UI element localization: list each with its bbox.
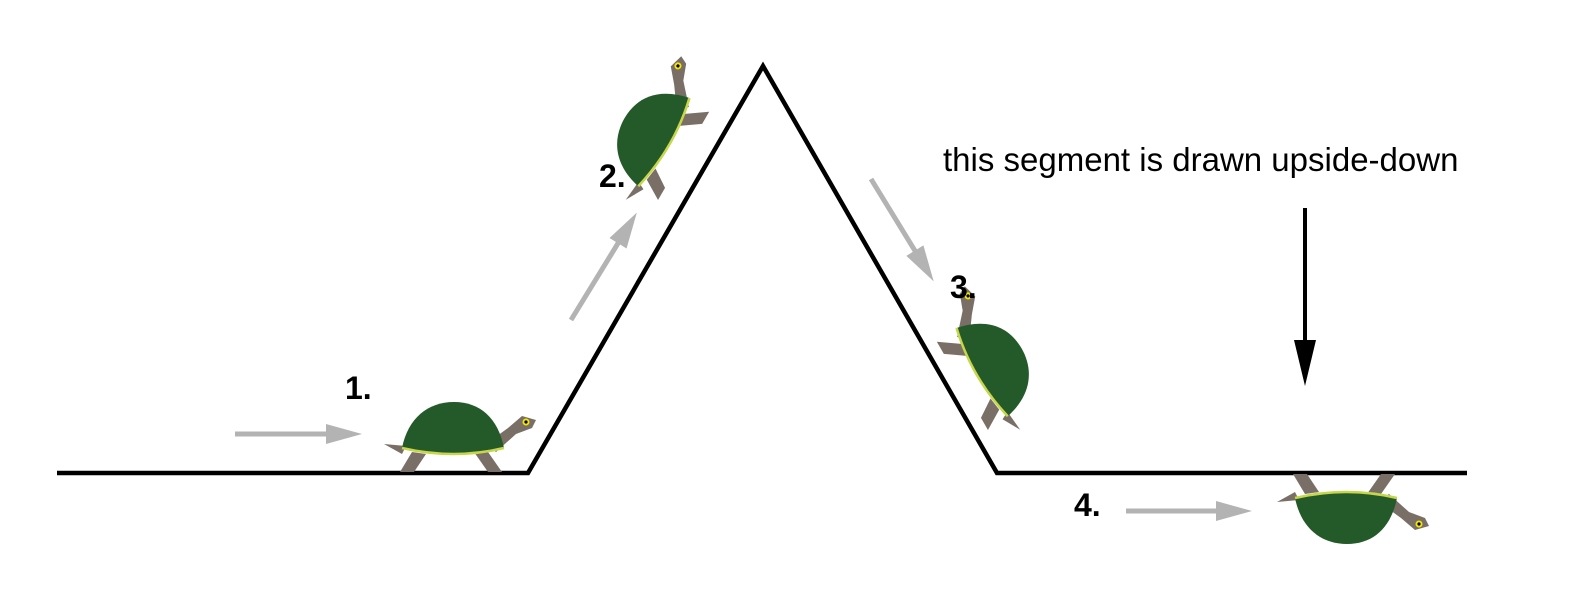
arrow-right-icon xyxy=(235,424,362,444)
arrow-up-right-icon xyxy=(568,212,637,322)
step-label-3: 3. xyxy=(950,269,977,305)
arrow-down-right-icon xyxy=(868,177,934,282)
arrow-down-icon xyxy=(1294,208,1316,386)
upside-down-annotation: this segment is drawn upside-down xyxy=(943,141,1458,178)
step-label-4: 4. xyxy=(1074,487,1101,523)
turtle-icon xyxy=(918,275,1058,446)
turtle-icon xyxy=(382,400,538,474)
step-label-2: 2. xyxy=(599,158,626,194)
turtle-path-line xyxy=(57,61,1467,476)
step-label-1: 1. xyxy=(345,370,372,406)
arrow-right-icon xyxy=(1126,501,1252,521)
turtle-icon xyxy=(1275,472,1431,546)
